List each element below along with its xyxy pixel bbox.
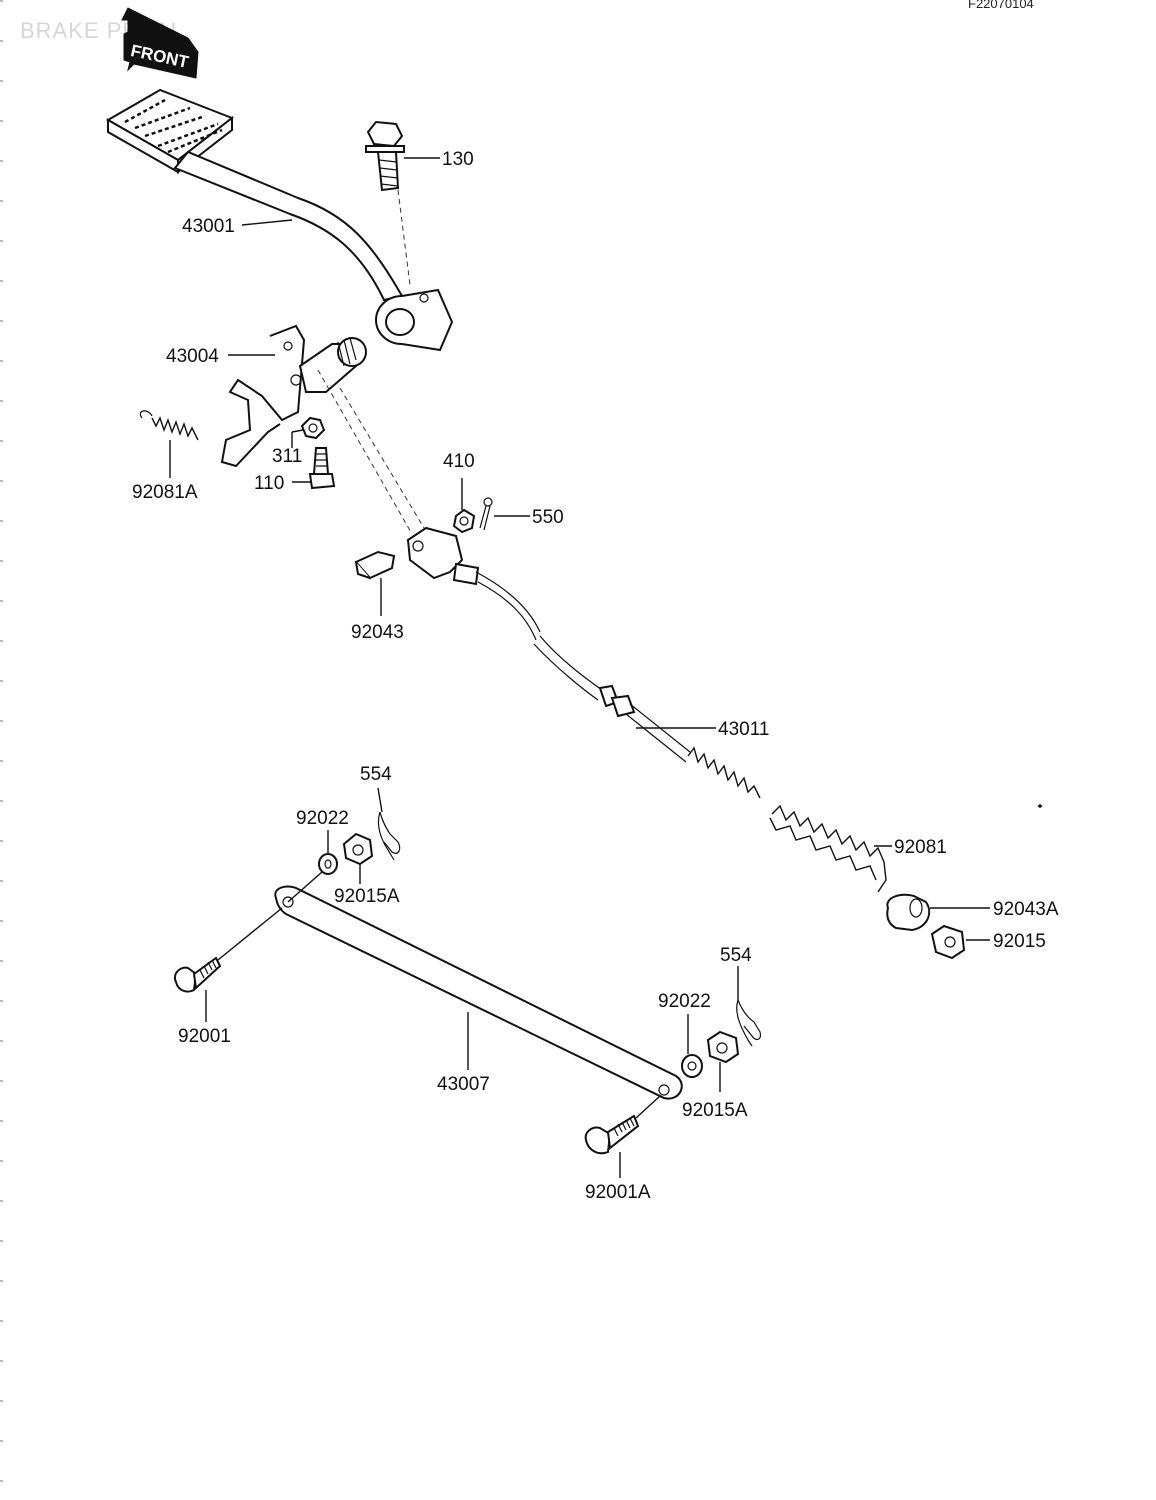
cotter-pin-550-part (479, 497, 493, 531)
rod-spring-part (769, 804, 887, 893)
scan-speck (1038, 804, 1042, 808)
clip-554-part (377, 811, 401, 861)
label-92001A: 92001A (585, 1182, 651, 1203)
label-110: 110 (254, 473, 284, 494)
label-92015A: 92015A (334, 886, 400, 907)
label-43001: 43001 (182, 216, 235, 237)
scan-edge-marks (0, 0, 3, 1500)
label-43011: 43011 (718, 719, 769, 740)
label-130: 130 (442, 149, 474, 170)
nut-92015-part (930, 924, 966, 960)
label-311: 311 (272, 446, 302, 467)
return-spring-part (139, 410, 199, 441)
label-92022-lower: 92022 (658, 991, 711, 1012)
washer-92022-part (318, 853, 338, 875)
brake-rod-part (406, 526, 761, 799)
label-92001: 92001 (178, 1026, 231, 1047)
joint-92043A-part (886, 893, 931, 932)
label-554-lower: 554 (720, 945, 752, 966)
label-43004: 43004 (166, 346, 219, 367)
clip-554-lower-part (736, 999, 761, 1047)
bolt-92001-part (174, 956, 222, 993)
label-92015A-lower: 92015A (682, 1100, 748, 1121)
label-410: 410 (443, 451, 475, 472)
label-92043A: 92043A (993, 899, 1059, 920)
label-550: 550 (532, 507, 564, 528)
brake-arm-part (220, 324, 367, 468)
brake-link-part (274, 885, 683, 1100)
nut-311-part (300, 416, 326, 440)
bolt-110-part (308, 447, 336, 490)
brake-pedal-part (105, 88, 454, 352)
diagram-code: F22070104 (968, 0, 1034, 11)
label-43007: 43007 (437, 1074, 490, 1095)
label-92022: 92022 (296, 808, 349, 829)
label-92015: 92015 (993, 931, 1046, 952)
label-92043: 92043 (351, 622, 404, 643)
label-92081: 92081 (894, 837, 947, 858)
label-554: 554 (360, 764, 392, 785)
bolt-92001A-part (584, 1114, 640, 1155)
nut-92015A-part (342, 832, 374, 866)
nut-92015A-lower-part (706, 1030, 740, 1064)
pin-92043-part (354, 550, 396, 580)
flange-bolt-part (365, 120, 405, 192)
washer-410-part (452, 508, 476, 534)
washer-92022-lower-part (681, 1054, 703, 1078)
label-92081A: 92081A (132, 482, 198, 503)
